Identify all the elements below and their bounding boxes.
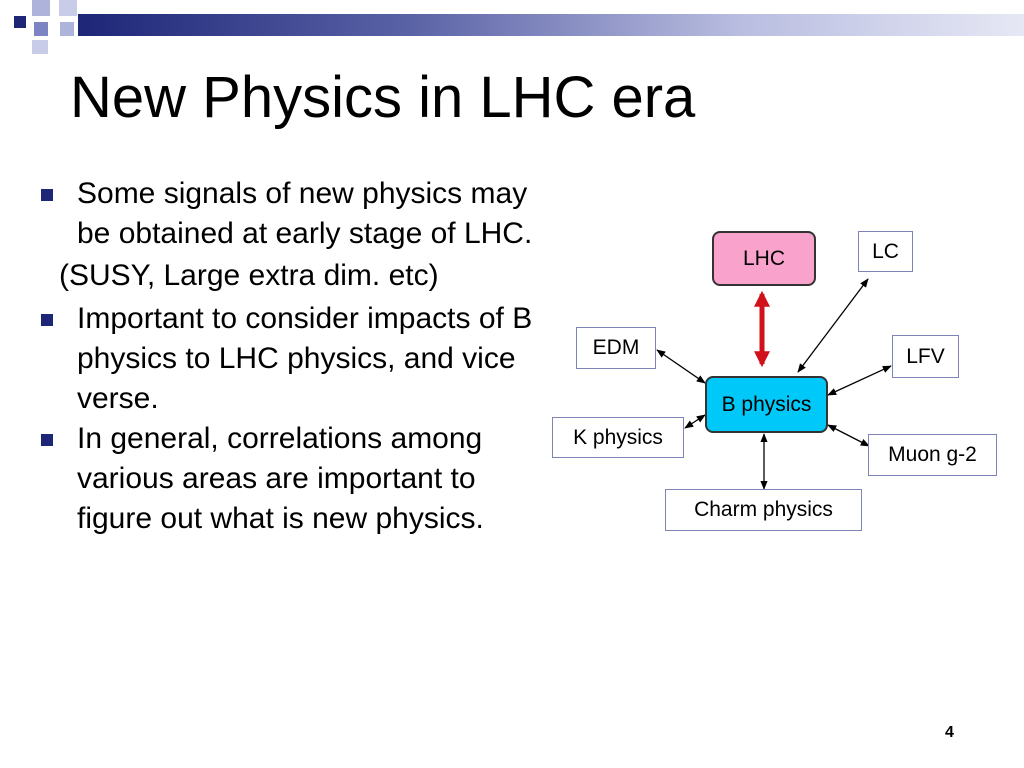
node-b-physics: B physics [705, 376, 828, 433]
node-muon-g2: Muon g-2 [868, 434, 997, 476]
bullet-item: In general, correlations among various a… [40, 419, 540, 539]
arrow-b-physics-lfv [827, 365, 892, 396]
page-number: 4 [945, 724, 954, 741]
node-lc: LC [858, 231, 913, 272]
bullet-text: Some signals of new physics may be obtai… [77, 177, 533, 250]
node-charm-physics: Charm physics [665, 489, 862, 531]
square-bullet-icon [41, 314, 53, 326]
node-lhc: LHC [712, 231, 816, 286]
arrow-b-physics-muon-g2 [827, 424, 870, 447]
bullet-list: Some signals of new physics may be obtai… [40, 174, 540, 539]
arrow-b-physics-k-physics [684, 414, 706, 429]
bullet-text: Important to consider impacts of B physi… [77, 302, 533, 415]
arrow-b-physics-edm [656, 349, 706, 384]
bullet-text: In general, correlations among various a… [77, 422, 484, 535]
bullet-item: Important to consider impacts of B physi… [40, 299, 540, 419]
node-k-physics: K physics [552, 417, 684, 458]
slide-title: New Physics in LHC era [70, 65, 696, 130]
square-bullet-icon [41, 434, 53, 446]
node-edm: EDM [576, 327, 656, 369]
header-gradient-bar [78, 14, 1024, 36]
bullet-subnote: (SUSY, Large extra dim. etc) [59, 259, 439, 292]
arrow-b-physics-lc [797, 278, 869, 373]
node-lfv: LFV [892, 335, 959, 378]
square-bullet-icon [41, 189, 53, 201]
bullet-item: Some signals of new physics may be obtai… [40, 174, 540, 254]
